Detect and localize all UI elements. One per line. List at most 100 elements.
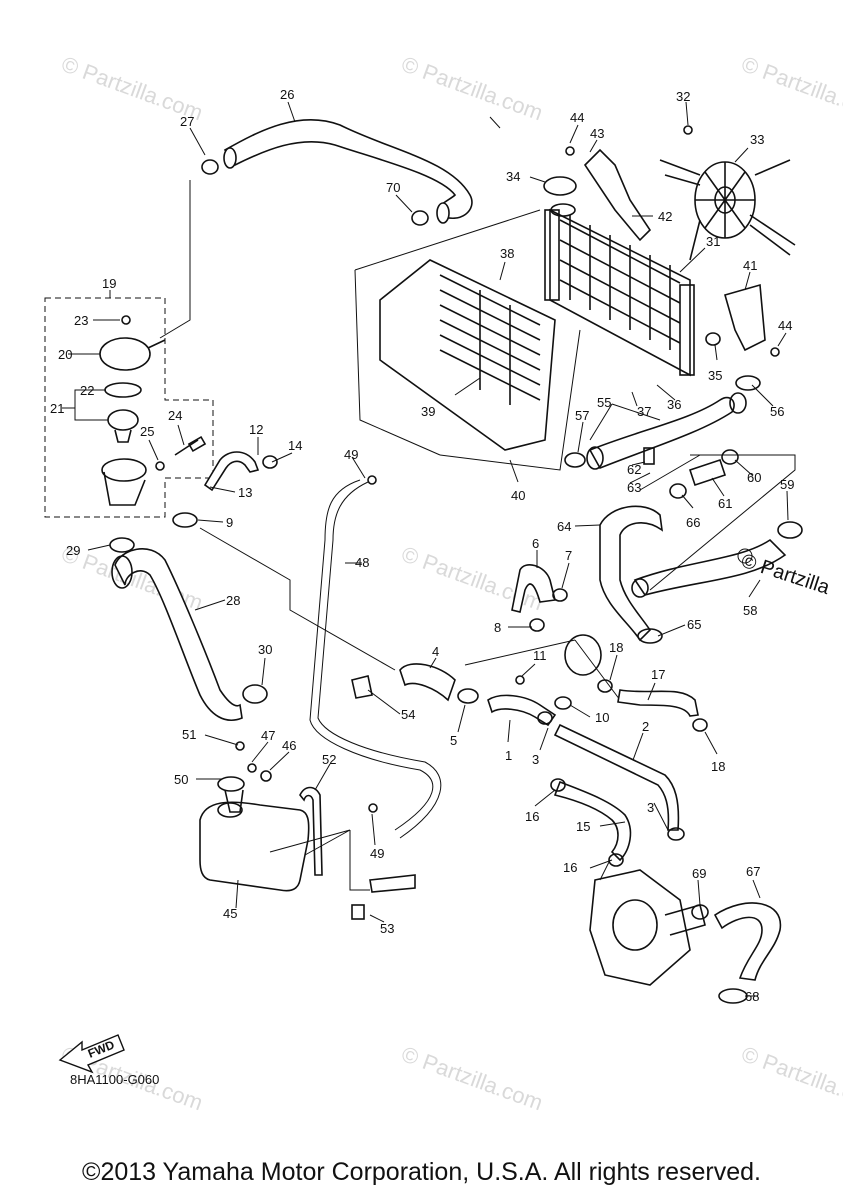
callout-label: 57 (575, 408, 589, 423)
watermark: © Partzilla.com (738, 51, 843, 125)
callout-label: 52 (322, 752, 336, 767)
hose-fitting (235, 741, 245, 751)
thermostat (107, 409, 139, 431)
water-pump (589, 869, 706, 986)
callout-label: 14 (288, 438, 302, 453)
grommet (705, 332, 721, 346)
pipe-fitting (688, 458, 727, 487)
callout-label: 44 (570, 110, 584, 125)
callout-label: 27 (180, 114, 194, 129)
reservoir-cap (217, 776, 245, 792)
hose-clamp (777, 521, 803, 539)
callout-label: 58 (743, 603, 757, 618)
callout-label: 63 (627, 480, 641, 495)
callout-label: 34 (506, 169, 520, 184)
callout-label: 40 (511, 488, 525, 503)
callout-label: 16 (563, 860, 577, 875)
callout-label: 56 (770, 404, 784, 419)
callout-label: 38 (500, 246, 514, 261)
assembly-line (599, 859, 611, 881)
callout-label: 29 (66, 543, 80, 558)
callout-label: 33 (750, 132, 764, 147)
callout-label: 67 (746, 864, 760, 879)
callout-label: 70 (386, 180, 400, 195)
callout-label: 12 (249, 422, 263, 437)
callout-label: 19 (102, 276, 116, 291)
hose-58 (633, 538, 787, 596)
callout-label: 17 (651, 667, 665, 682)
assembly-line (199, 527, 396, 671)
callout-label: 39 (421, 404, 435, 419)
collar (260, 770, 272, 782)
callout-label: 43 (590, 126, 604, 141)
callout-label: 49 (344, 447, 358, 462)
assembly-line (349, 830, 370, 891)
callout-label: 35 (708, 368, 722, 383)
sensor-connector (187, 435, 207, 453)
hose-clamp (242, 684, 268, 704)
hose-67 (713, 902, 782, 981)
pipe (643, 447, 655, 465)
callout-label: 55 (597, 395, 611, 410)
strap (369, 874, 416, 893)
hose-clamp (692, 718, 708, 732)
radiator-bracket (583, 148, 652, 242)
callout-label: 1 (505, 748, 512, 763)
hose-end (586, 446, 604, 470)
callout-label: 41 (743, 258, 757, 273)
callout-label: 45 (223, 906, 237, 921)
watermark: © Partzilla.com (738, 1041, 843, 1115)
callout-label: 4 (432, 644, 439, 659)
bolt (565, 146, 575, 156)
hose-clamp (367, 475, 377, 485)
callout-label: 51 (182, 727, 196, 742)
copyright-notice: ©2013 Yamaha Motor Corporation, U.S.A. A… (82, 1158, 761, 1186)
strap-buckle (351, 904, 365, 920)
callout-label: 15 (576, 819, 590, 834)
callout-label: 28 (226, 593, 240, 608)
thermostat-group-outline (44, 297, 214, 518)
callout-labels: 1 2 3 3 4 5 6 7 8 9 10 11 12 13 14 15 16… (50, 87, 794, 1004)
radiator-guard (379, 259, 556, 451)
watermark: © Partzilla.com (398, 51, 546, 125)
callout-label: 53 (380, 921, 394, 936)
callout-label: 10 (595, 710, 609, 725)
gasket (155, 461, 165, 471)
hose-end (111, 555, 133, 589)
callout-label: 21 (50, 401, 64, 416)
hose-clamp (597, 679, 613, 693)
callout-label: 36 (667, 397, 681, 412)
radiator-cap (543, 176, 577, 196)
overflow-hose (309, 479, 442, 839)
callout-label: 64 (557, 519, 571, 534)
hose-clamp (529, 618, 545, 632)
pipe-1 (487, 694, 557, 727)
callout-label: 18 (711, 759, 725, 774)
radiator-fan (659, 159, 796, 261)
callout-label: 20 (58, 347, 72, 362)
callout-label: 22 (80, 383, 94, 398)
callout-label: 46 (282, 738, 296, 753)
diagram-code: 8HA1100-G060 (70, 1072, 160, 1087)
callout-label: 62 (627, 462, 641, 477)
callout-label: 26 (280, 87, 294, 102)
hose-end (223, 147, 237, 169)
callout-label: 5 (450, 733, 457, 748)
hose-clamp (735, 375, 761, 391)
fan-bracket (724, 283, 766, 352)
thermostat-cover (99, 337, 151, 371)
hose-clip (351, 675, 373, 699)
hose-15 (553, 780, 632, 862)
callout-label: 50 (174, 772, 188, 787)
hose-clamp (201, 159, 219, 175)
callout-label: 66 (686, 515, 700, 530)
callout-label: 59 (780, 477, 794, 492)
hose-clamp (550, 778, 566, 792)
hose-4 (399, 663, 456, 702)
temperature-sensor (174, 439, 199, 456)
callout-label: 2 (642, 719, 649, 734)
hose-clamp (637, 628, 663, 644)
thermostat-body (114, 429, 132, 443)
callout-label: 60 (747, 470, 761, 485)
